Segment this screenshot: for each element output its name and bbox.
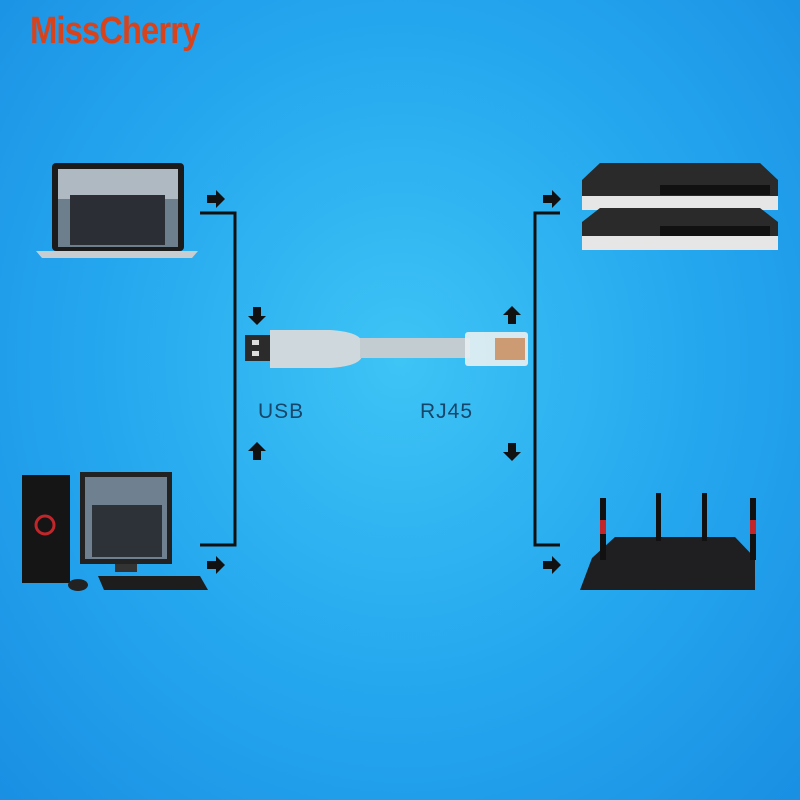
rj45-label: RJ45 [420, 400, 474, 423]
arrow-right-icon [543, 556, 561, 574]
arrow-right-icon [207, 190, 225, 208]
brand-logo: MissCherry [30, 10, 200, 52]
arrow-down-icon [248, 307, 266, 325]
arrow-up-icon [503, 306, 521, 324]
right-bracket-line [533, 211, 560, 547]
usb-label: USB [258, 400, 305, 423]
left-bracket-line [200, 211, 237, 547]
wireless-router-image [580, 493, 756, 590]
usb-to-rj45-cable-image [245, 330, 528, 368]
arrow-right-icon [543, 190, 561, 208]
arrow-right-icon [207, 556, 225, 574]
network-switch-image [582, 163, 778, 250]
laptop-image [36, 163, 198, 258]
arrow-up-icon [248, 442, 266, 460]
desktop-computer-image [22, 472, 208, 591]
arrow-down-icon [503, 443, 521, 461]
